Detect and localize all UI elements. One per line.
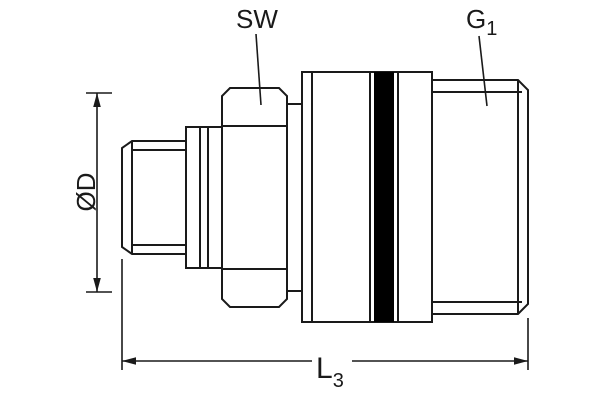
hex-nut-section — [221, 87, 288, 308]
collar-outline — [185, 126, 223, 269]
threaded-end-section — [431, 79, 529, 315]
callout-g1: G1 — [466, 4, 497, 107]
coupling-part — [121, 71, 529, 323]
g1-label: G1 — [466, 4, 497, 40]
body-outline — [301, 71, 433, 323]
g1-base: G — [466, 4, 486, 34]
dimension-length-l3: L3 — [121, 259, 529, 392]
thread-outline — [431, 79, 529, 315]
arrowhead-left — [122, 357, 136, 365]
arrowhead-down — [93, 278, 101, 292]
collar-section — [185, 126, 223, 269]
g1-leader-line — [478, 35, 488, 107]
g1-subscript: 1 — [486, 18, 497, 40]
callout-sw: SW — [236, 4, 278, 106]
hex-outline — [221, 87, 288, 308]
dimension-diameter-d: ØD — [71, 92, 112, 293]
sw-label: SW — [236, 4, 278, 34]
sw-leader-line — [255, 33, 262, 106]
o-ring-seal — [374, 72, 394, 322]
l3-base: L — [316, 352, 333, 385]
neck-section — [286, 103, 303, 292]
body-section — [301, 71, 433, 323]
nipple-section — [121, 140, 187, 255]
l3-subscript: 3 — [333, 370, 344, 392]
diameter-d-label: ØD — [71, 173, 101, 212]
arrowhead-right — [514, 357, 528, 365]
length-l3-label: L3 — [316, 352, 344, 392]
arrowhead-up — [93, 93, 101, 107]
